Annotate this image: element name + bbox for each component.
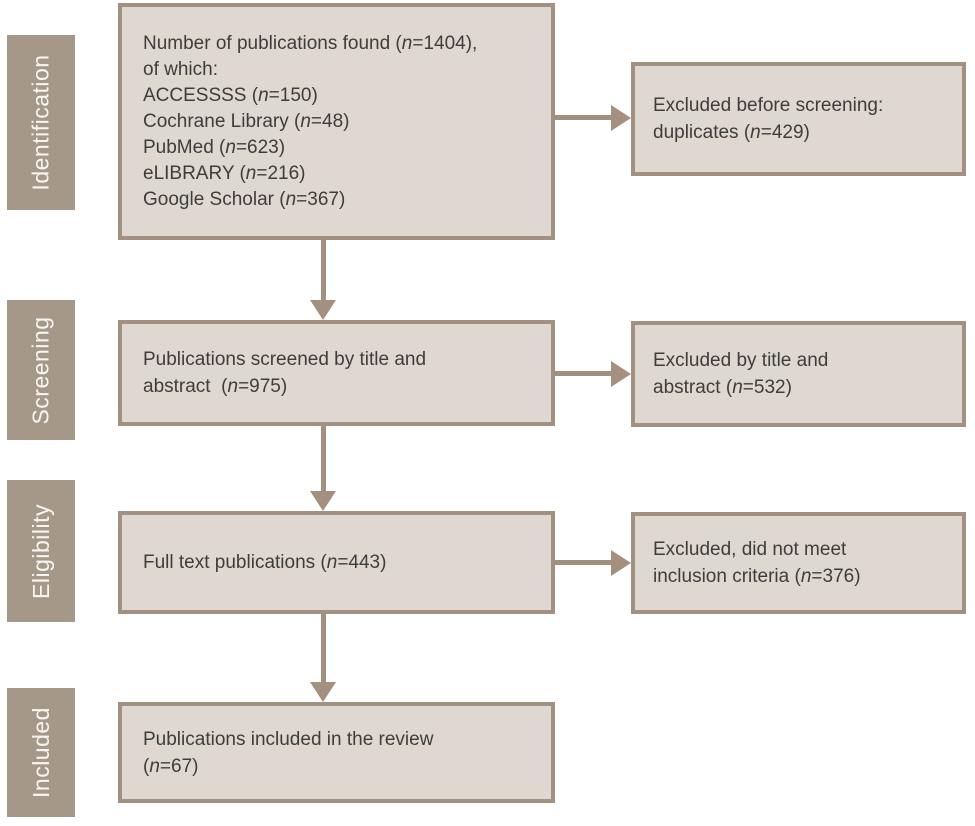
- arrow-head-down-icon: [310, 682, 336, 702]
- box-included-in-review-text: Publications included in the review(n=67…: [143, 728, 434, 777]
- arrow-shaft: [321, 426, 326, 491]
- box-publications-found-text: Number of publications found (n=1404),of…: [143, 32, 478, 210]
- stage-label-included: Included: [27, 707, 54, 798]
- box-excluded-duplicates-text: Excluded before screening:duplicates (n=…: [653, 95, 884, 143]
- arrow-shaft: [555, 371, 612, 376]
- arrow-head-down-icon: [310, 491, 336, 511]
- box-included-in-review: Publications included in the review(n=67…: [118, 702, 555, 803]
- arrow-head-right-icon: [611, 105, 631, 131]
- box-full-text-publications: Full text publications (n=443): [118, 511, 555, 614]
- box-full-text-publications-text: Full text publications (n=443): [143, 552, 387, 573]
- stage-band-included: Included: [7, 688, 75, 817]
- stage-label-identification: Identification: [27, 54, 54, 191]
- stage-label-eligibility: Eligibility: [27, 503, 54, 599]
- box-excluded-duplicates: Excluded before screening:duplicates (n=…: [631, 62, 966, 176]
- stage-label-screening: Screening: [27, 315, 54, 425]
- arrow-shaft: [321, 614, 326, 682]
- arrow-head-down-icon: [310, 300, 336, 320]
- stage-band-screening: Screening: [7, 300, 75, 440]
- stage-band-identification: Identification: [7, 35, 75, 210]
- arrow-shaft: [321, 240, 326, 302]
- arrow-head-right-icon: [611, 550, 631, 576]
- box-publications-found: Number of publications found (n=1404),of…: [118, 3, 555, 240]
- arrow-head-right-icon: [611, 361, 631, 387]
- stage-band-eligibility: Eligibility: [7, 480, 75, 622]
- arrow-shaft: [555, 115, 612, 120]
- arrow-shaft: [555, 560, 612, 565]
